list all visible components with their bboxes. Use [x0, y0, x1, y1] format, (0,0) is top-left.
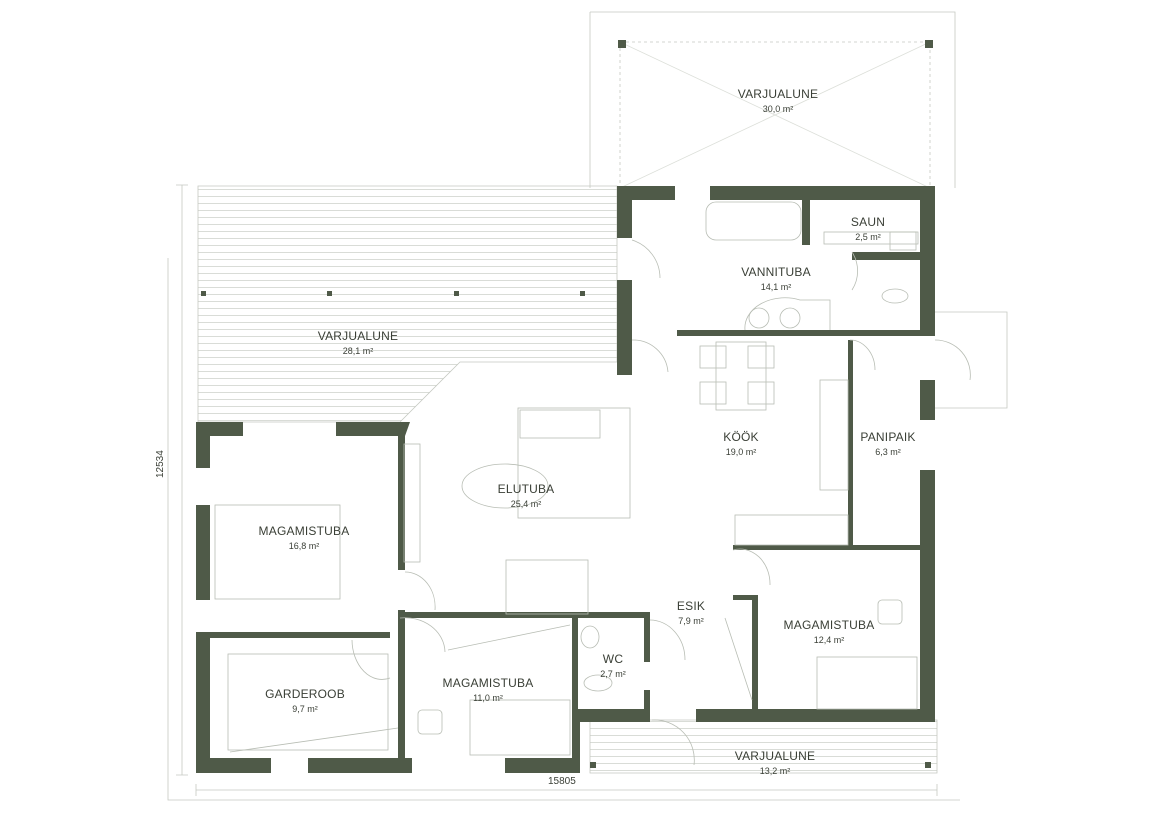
room-area: 12,4 m²	[813, 635, 845, 645]
outline-lines	[167, 11, 1008, 801]
walls	[196, 186, 935, 773]
room-esik: ESIK 7,9 m²	[677, 599, 705, 626]
room-area: 9,7 m²	[292, 704, 318, 714]
room-name: ELUTUBA	[497, 482, 555, 496]
room-name: VARJUALUNE	[737, 87, 819, 101]
room-area: 7,9 m²	[678, 616, 704, 626]
room-area: 16,8 m²	[288, 541, 320, 551]
room-vannituba: VANNITUBA 14,1 m²	[741, 265, 811, 292]
room-area: 2,7 m²	[600, 669, 626, 679]
room-varjualune-top: VARJUALUNE 30,0 m²	[738, 87, 818, 114]
deck-posts	[201, 40, 933, 768]
room-magamistuba-1: MAGAMISTUBA 16,8 m²	[259, 524, 350, 551]
room-area: 28,1 m²	[342, 346, 374, 356]
room-name: MAGAMISTUBA	[442, 676, 534, 690]
room-name: VARJUALUNE	[734, 749, 816, 763]
room-area: 13,2 m²	[759, 766, 791, 776]
room-area: 6,3 m²	[875, 447, 901, 457]
room-name: MAGAMISTUBA	[258, 524, 350, 538]
room-area: 14,1 m²	[760, 282, 792, 292]
room-varjualune-left: VARJUALUNE 28,1 m²	[318, 329, 398, 356]
room-area: 25,4 m²	[510, 499, 542, 509]
room-saun: SAUN 2,5 m²	[851, 215, 885, 242]
room-area: 11,0 m²	[473, 693, 503, 703]
room-panipaik: PANIPAIK 6,3 m²	[860, 430, 915, 457]
room-name: VANNITUBA	[741, 265, 811, 279]
room-magamistuba-3: MAGAMISTUBA 11,0 m²	[443, 676, 534, 703]
room-varjualune-bottom: VARJUALUNE 13,2 m²	[735, 749, 815, 776]
room-area: 2,5 m²	[855, 232, 881, 242]
room-kook: KÖÖK 19,0 m²	[723, 430, 758, 457]
room-name: WC	[602, 652, 624, 666]
room-name: SAUN	[850, 215, 886, 229]
room-name: GARDEROOB	[265, 687, 345, 701]
room-name: PANIPAIK	[860, 430, 916, 444]
fixtures	[214, 201, 971, 766]
room-area: 30,0 m²	[762, 104, 794, 114]
room-garderoob: GARDEROOB 9,7 m²	[265, 687, 345, 714]
room-magamistuba-2: MAGAMISTUBA 12,4 m²	[784, 618, 875, 645]
room-elutuba: ELUTUBA 25,4 m²	[498, 482, 555, 509]
room-wc: WC 2,7 m²	[600, 652, 626, 679]
room-area: 19,0 m²	[725, 447, 757, 457]
room-name: KÖÖK	[723, 430, 759, 444]
dimension-width: 15805	[548, 776, 576, 787]
dimension-height: 12534	[155, 450, 166, 478]
room-name: ESIK	[676, 599, 706, 613]
room-name: VARJUALUNE	[317, 329, 399, 343]
room-name: MAGAMISTUBA	[783, 618, 875, 632]
